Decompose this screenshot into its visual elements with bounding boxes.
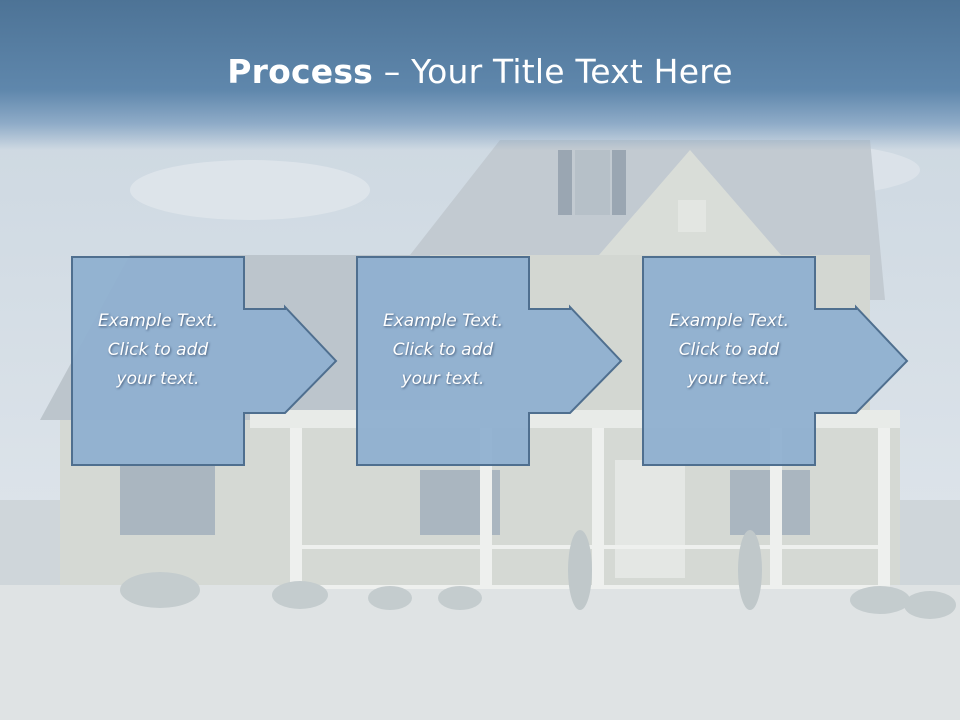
- callout-arrow-shape: [356, 256, 623, 466]
- callout-arrow-shape: [71, 256, 338, 466]
- slide-title[interactable]: Process – Your Title Text Here: [0, 52, 960, 91]
- step-text: Example Text. Click to add your text.: [382, 311, 504, 389]
- callout-arrow-shape: [642, 256, 909, 466]
- title-bold-text: Process: [227, 52, 374, 91]
- step-text: Example Text. Click to add your text.: [97, 311, 219, 389]
- title-band: [0, 0, 960, 150]
- step-text: Example Text. Click to add your text.: [668, 311, 790, 389]
- title-rest-text: – Your Title Text Here: [373, 52, 733, 91]
